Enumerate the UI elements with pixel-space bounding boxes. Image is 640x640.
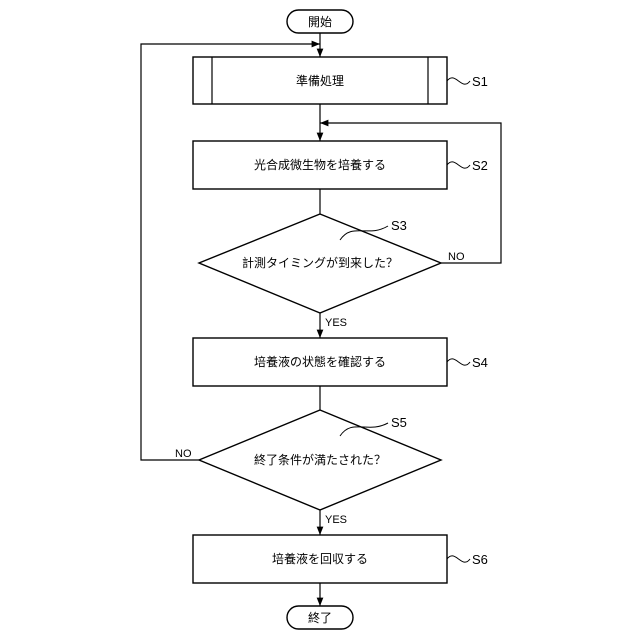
- s3-yes-label: YES: [325, 317, 347, 329]
- s6-id: S6: [472, 552, 488, 567]
- s5-id: S5: [391, 415, 407, 430]
- s4-id: S4: [472, 355, 488, 370]
- s6-leader: [447, 556, 470, 562]
- s4-leader: [447, 359, 470, 365]
- s3-id: S3: [391, 218, 407, 233]
- s6-label: 培養液を回収する: [272, 551, 368, 566]
- s1-id: S1: [472, 74, 488, 89]
- s5-label: 終了条件が満たされた？: [254, 452, 386, 467]
- s2-label: 光合成微生物を培養する: [254, 157, 386, 172]
- s1-label: 準備処理: [296, 73, 344, 88]
- s3-label: 計測タイミングが到来した？: [242, 255, 398, 270]
- s3-no-label: NO: [448, 251, 465, 263]
- s5-yes-label: YES: [325, 514, 347, 526]
- s5-no-label: NO: [175, 448, 192, 460]
- s2-id: S2: [472, 158, 488, 173]
- s4-label: 培養液の状態を確認する: [254, 354, 386, 369]
- end-label: 終了: [308, 610, 332, 625]
- s1-leader: [447, 78, 470, 84]
- s2-leader: [447, 162, 470, 168]
- start-label: 開始: [308, 15, 332, 29]
